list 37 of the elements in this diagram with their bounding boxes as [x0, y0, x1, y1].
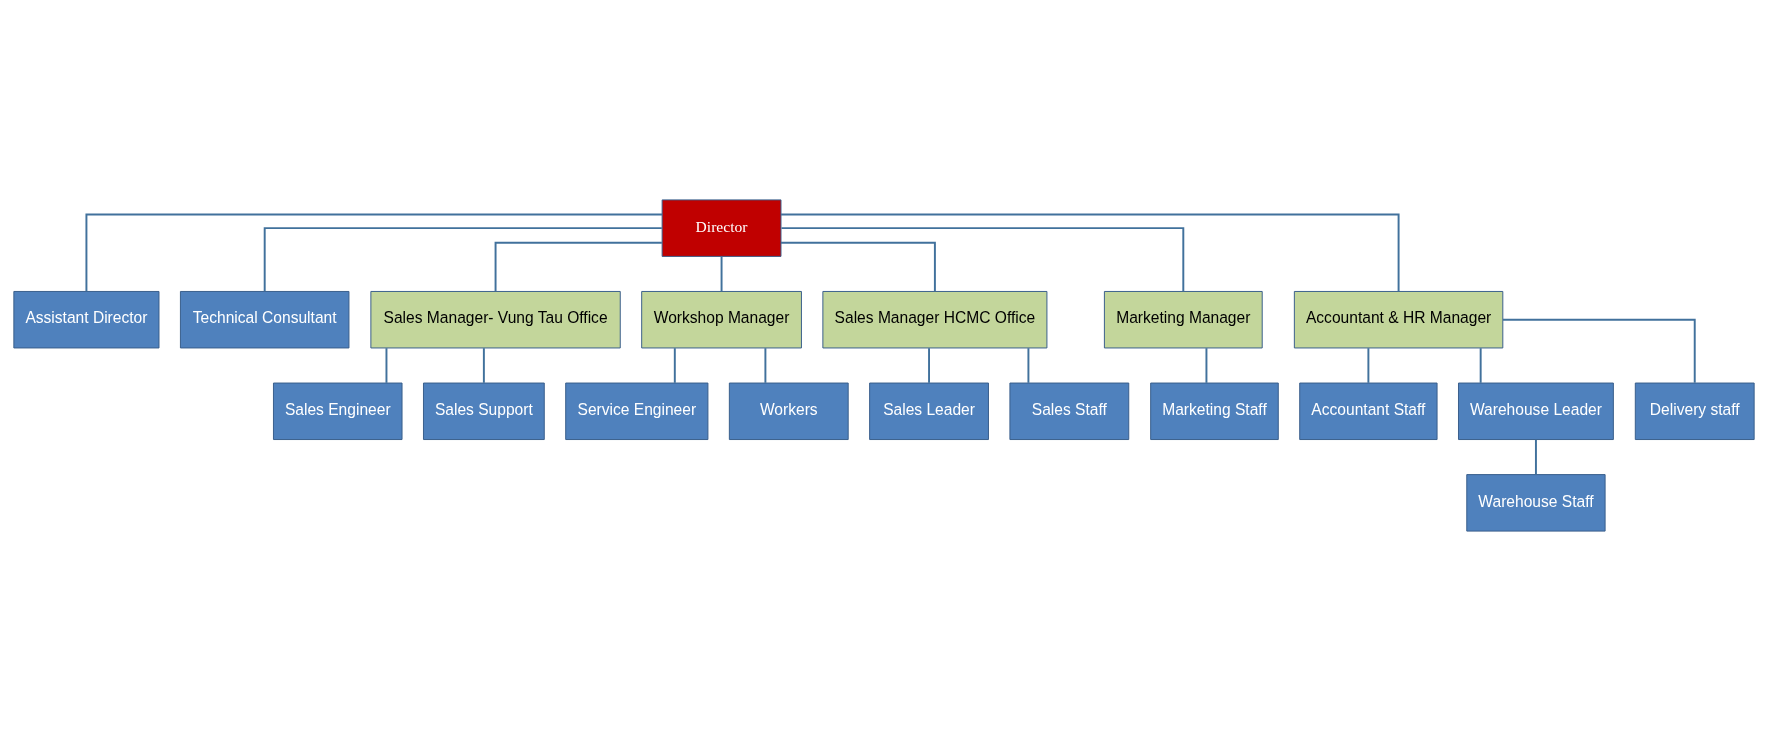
connector [764, 347, 767, 384]
node-box: Marketing Staff [1150, 382, 1279, 440]
node-box: Warehouse Staff [1466, 474, 1606, 532]
connector [385, 347, 388, 384]
connector [1027, 347, 1030, 384]
node-box: Sales Manager- Vung Tau Office [370, 291, 621, 349]
connector [1502, 318, 1696, 384]
node-box: Marketing Manager [1103, 291, 1263, 349]
connector [673, 347, 676, 384]
node-box: Workshop Manager [641, 291, 802, 349]
connector [1479, 347, 1482, 384]
node-box: Director [661, 199, 782, 257]
connector [928, 347, 931, 384]
node-box: Sales Leader [869, 382, 989, 440]
node-box: Service Engineer [565, 382, 709, 440]
node-box: Sales Engineer [272, 382, 403, 440]
connector [1534, 438, 1537, 476]
node-box: Technical Consultant [179, 291, 350, 349]
connector [780, 227, 1185, 293]
node-box: Delivery staff [1634, 382, 1755, 440]
node-box: Workers [728, 382, 849, 440]
node-box: Sales Manager HCMC Office [822, 291, 1048, 349]
connector [1367, 347, 1370, 384]
connector [720, 255, 723, 293]
connector [85, 213, 664, 293]
connector [1205, 347, 1208, 384]
connector [494, 241, 663, 293]
connector [263, 227, 663, 293]
node-box: Warehouse Leader [1458, 382, 1614, 440]
node-box: Assistant Director [13, 291, 160, 349]
connector [780, 241, 936, 293]
node-box: Sales Support [423, 382, 545, 440]
node-box: Sales Staff [1009, 382, 1130, 440]
node-box: Accountant & HR Manager [1293, 291, 1504, 349]
connector [780, 213, 1400, 293]
node-box: Accountant Staff [1299, 382, 1438, 440]
connector [482, 347, 485, 384]
